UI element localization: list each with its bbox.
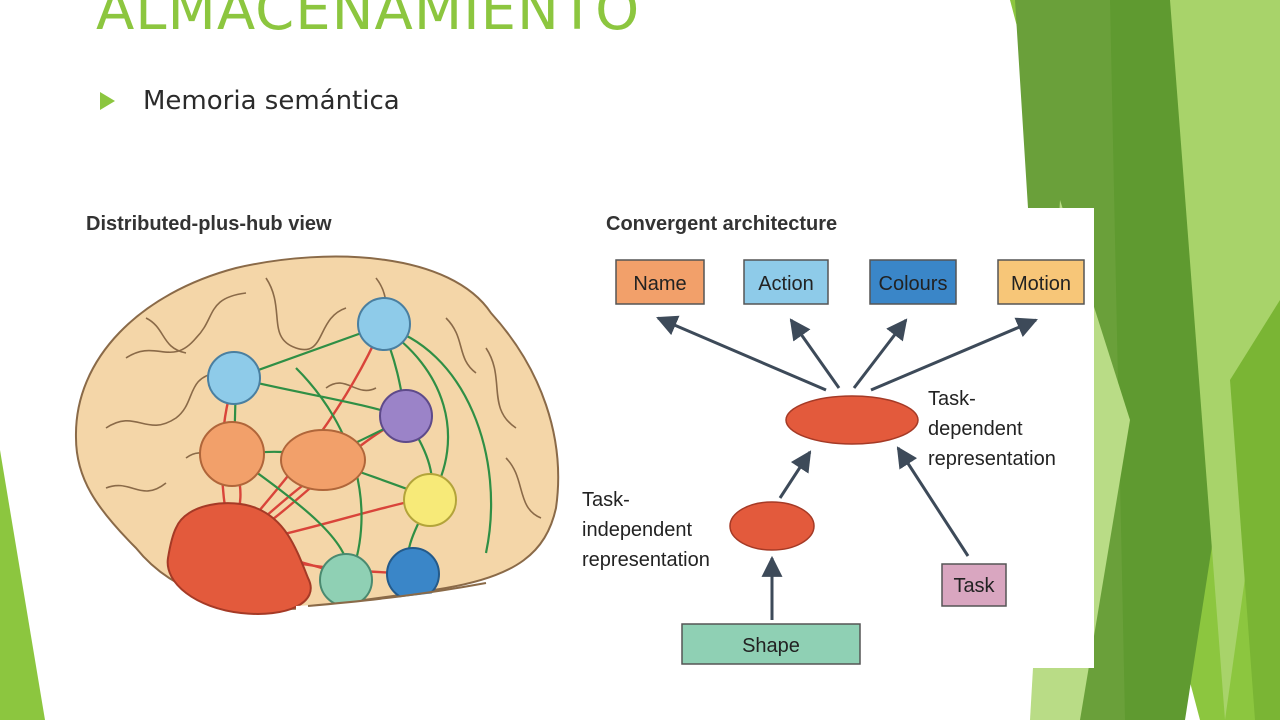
node-orange-circle [199, 421, 265, 487]
task-independent-line-1: Task- [582, 489, 630, 511]
task-dependent-label: Task- dependent representation [928, 388, 1056, 470]
right-panel-title: Convergent architecture [606, 213, 837, 235]
output-colours-label: Colours [879, 273, 948, 295]
input-arrows [761, 446, 970, 620]
task-dependent-node [785, 395, 919, 445]
bullet-item: Memoria semántica [100, 86, 400, 116]
left-panel-title: Distributed-plus-hub view [86, 213, 332, 235]
bullet-arrow-icon [100, 92, 115, 110]
task-dependent-line-1: Task- [928, 388, 976, 410]
output-action: Action [743, 259, 829, 305]
input-task: Task [941, 563, 1007, 607]
brain-lower-edge [307, 582, 487, 607]
task-dependent-line-3: representation [928, 448, 1056, 470]
task-dependent-line-2: dependent [928, 418, 1023, 440]
output-motion: Motion [997, 259, 1085, 305]
figure-svg: Distributed-plus-hub view [46, 208, 1094, 668]
output-name-label: Name [633, 273, 686, 295]
task-independent-line-2: independent [582, 519, 693, 541]
hub-temporal-pole [166, 502, 312, 615]
node-green [319, 553, 373, 607]
task-independent-node [729, 501, 815, 551]
output-arrows [656, 315, 1038, 392]
output-name: Name [615, 259, 705, 305]
output-action-label: Action [758, 273, 814, 295]
brain-lower-mask [296, 586, 566, 668]
semantic-memory-figure: Distributed-plus-hub view [46, 208, 1094, 668]
node-yellow [403, 473, 457, 527]
task-independent-line-3: representation [582, 549, 710, 571]
input-shape-label: Shape [742, 635, 800, 657]
output-motion-label: Motion [1011, 273, 1071, 295]
node-blue-left [207, 351, 261, 405]
slide-title: ALMACENAMIENTO [96, 0, 641, 43]
bullet-text: Memoria semántica [143, 86, 400, 116]
node-blue-top [357, 297, 411, 351]
output-colours: Colours [869, 259, 957, 305]
input-shape: Shape [681, 623, 861, 665]
input-task-label: Task [953, 575, 995, 597]
task-independent-label: Task- independent representation [582, 489, 710, 571]
node-purple [379, 389, 433, 443]
node-orange-ellipse [280, 429, 366, 491]
